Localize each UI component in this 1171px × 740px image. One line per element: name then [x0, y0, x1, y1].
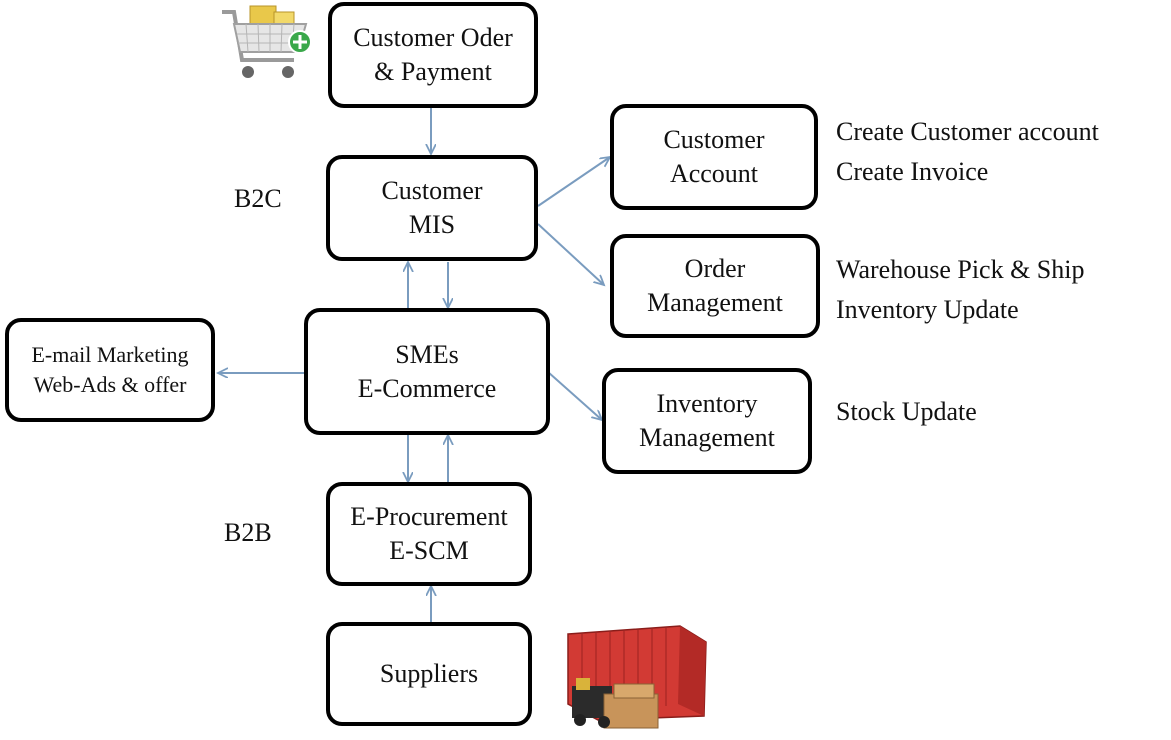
customer-account-node: Customer Account	[610, 104, 818, 210]
b2c-label: B2C	[234, 184, 282, 213]
b2b-label: B2B	[224, 518, 272, 547]
shipping-container-icon	[567, 625, 707, 729]
inventory-management-notes: Stock Update	[836, 397, 977, 426]
arrow-smes-inventory	[548, 372, 602, 420]
arrow-mis-to-order-mgmt	[537, 223, 604, 285]
order-management-node: Order Management	[610, 234, 820, 338]
shopping-cart-icon	[222, 5, 312, 78]
customer-mis-node: Customer MIS	[326, 155, 538, 261]
email-marketing-node: E-mail Marketing Web-Ads & offer	[5, 318, 215, 422]
customer-order-payment-node: Customer Oder & Payment	[328, 2, 538, 108]
suppliers-node: Suppliers	[326, 622, 532, 726]
customer-account-notes: Create Customer account Create Invoice	[836, 117, 1099, 187]
smes-ecommerce-node: SMEs E-Commerce	[304, 308, 550, 435]
order-management-notes: Warehouse Pick & Ship Inventory Update	[836, 255, 1085, 325]
e-procurement-node: E-Procurement E-SCM	[326, 482, 532, 586]
arrow-mis-to-account	[537, 157, 610, 207]
inventory-management-node: Inventory Management	[602, 368, 812, 474]
